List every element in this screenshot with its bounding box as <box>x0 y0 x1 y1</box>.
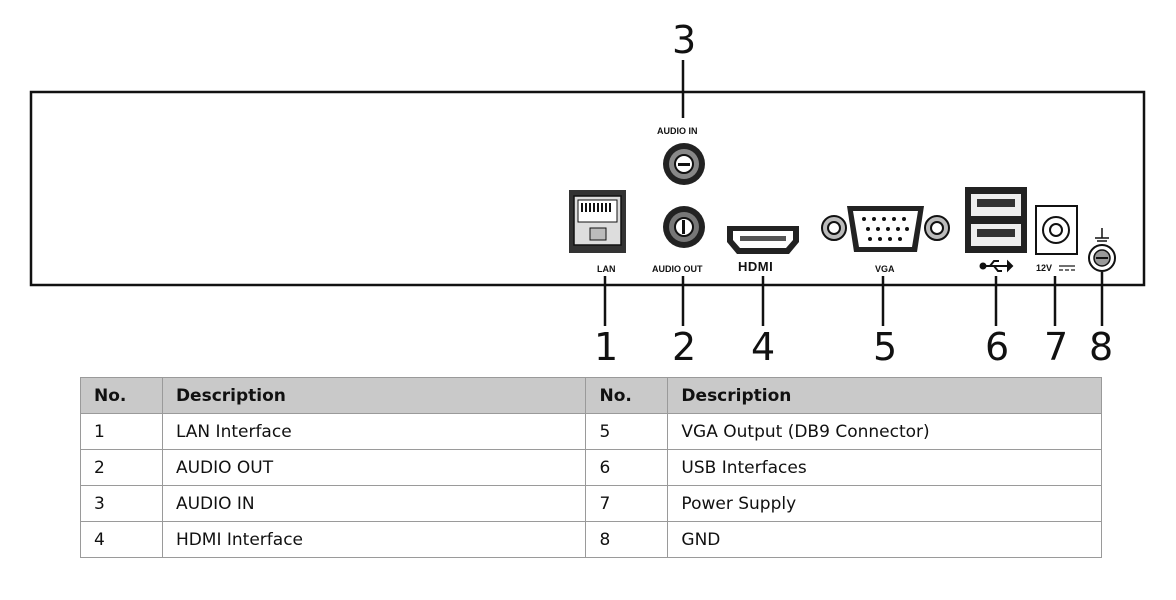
cell-description: AUDIO OUT <box>161 449 587 486</box>
rear-panel-outline <box>29 90 1146 287</box>
callout-4: 4 <box>751 325 775 369</box>
audio-out-jack-icon <box>663 206 705 248</box>
cell-no: 7 <box>585 485 669 522</box>
ground-screw-icon <box>1088 244 1116 272</box>
cell-description: AUDIO IN <box>161 485 587 522</box>
cell-no: 8 <box>585 521 669 558</box>
audio-in-jack-icon <box>663 143 705 185</box>
vga-label: VGA <box>875 264 895 274</box>
header-description-left: Description <box>161 377 587 414</box>
lan-label: LAN <box>597 264 616 274</box>
audio-in-label: AUDIO IN <box>657 126 698 136</box>
callout-2: 2 <box>672 325 696 369</box>
header-description-right: Description <box>667 377 1102 414</box>
hdmi-logo: HDMI <box>738 259 773 274</box>
header-no-right: No. <box>585 377 669 414</box>
callout-6: 6 <box>985 325 1009 369</box>
cell-description: Power Supply <box>667 485 1102 522</box>
table-row: 1 LAN Interface 5 VGA Output (DB9 Connec… <box>80 413 1102 450</box>
table-row: 2 AUDIO OUT 6 USB Interfaces <box>80 449 1102 486</box>
power-jack-icon <box>1035 205 1078 255</box>
cell-no: 1 <box>80 413 163 450</box>
header-no-left: No. <box>80 377 163 414</box>
cell-description: VGA Output (DB9 Connector) <box>667 413 1102 450</box>
callout-5: 5 <box>873 325 897 369</box>
cell-no: 5 <box>585 413 669 450</box>
callout-7: 7 <box>1044 325 1068 369</box>
power-voltage-label: 12V <box>1036 263 1052 273</box>
cell-description: USB Interfaces <box>667 449 1102 486</box>
audio-out-label: AUDIO OUT <box>652 264 703 274</box>
usb-ports-icon <box>965 187 1027 253</box>
cell-description: GND <box>667 521 1102 558</box>
callout-8: 8 <box>1089 325 1113 369</box>
cell-no: 3 <box>80 485 163 522</box>
dc-symbol-icon <box>1059 265 1075 271</box>
table-header-row: No. Description No. Description <box>80 377 1102 414</box>
lan-port-icon <box>569 190 626 253</box>
table-row: 4 HDMI Interface 8 GND <box>80 521 1102 558</box>
hdmi-port-icon <box>727 226 799 254</box>
cell-no: 6 <box>585 449 669 486</box>
ground-symbol-icon <box>1095 228 1109 242</box>
cell-no: 2 <box>80 449 163 486</box>
cell-description: LAN Interface <box>161 413 587 450</box>
table-row: 3 AUDIO IN 7 Power Supply <box>80 485 1102 522</box>
cell-no: 4 <box>80 521 163 558</box>
vga-port-icon <box>821 206 950 252</box>
rear-panel-diagram: 3 AUDIO IN AUDIO OUT LAN HDMI <box>29 18 1146 369</box>
callout-3: 3 <box>672 18 696 62</box>
usb-symbol-icon <box>979 259 1014 273</box>
cell-description: HDMI Interface <box>161 521 587 558</box>
callout-1: 1 <box>594 325 618 369</box>
interface-table: No. Description No. Description 1 LAN In… <box>80 377 1102 558</box>
